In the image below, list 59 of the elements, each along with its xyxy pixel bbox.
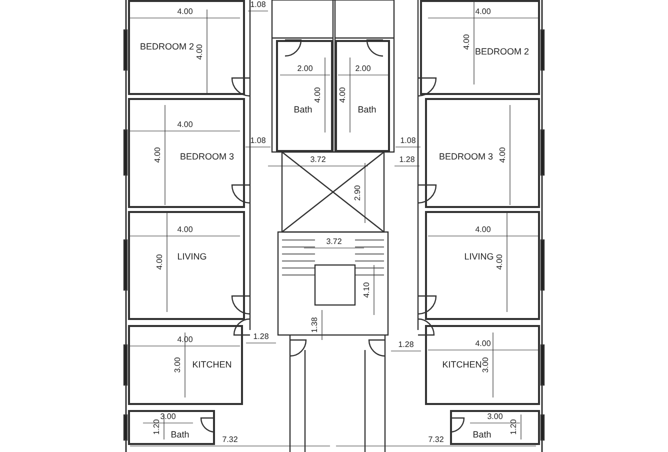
room-name: KITCHEN (442, 360, 482, 370)
dimension-label: 1.28 (398, 341, 414, 349)
dimension-label: 3.00 (174, 357, 182, 373)
dimension-label: 1.08 (250, 137, 266, 145)
dimension-label: 4.00 (177, 8, 193, 16)
dimension-label: 3.00 (482, 357, 490, 373)
room-name: BEDROOM 2 (140, 42, 194, 52)
dimension-label: 2.00 (297, 65, 313, 73)
dimension-label: 4.10 (363, 282, 371, 298)
room-outline (276, 40, 333, 152)
dimension-label: 4.00 (463, 34, 471, 50)
dimension-label: 4.00 (499, 147, 507, 163)
room-outline (128, 0, 245, 95)
room-name: LIVING (177, 252, 207, 262)
dimension-label: 1.20 (153, 419, 161, 435)
dimension-label: 4.00 (196, 44, 204, 60)
room-outline (425, 98, 540, 208)
room-outline (128, 325, 243, 405)
dimension-label: 1.08 (400, 137, 416, 145)
dimension-label: 4.00 (314, 87, 322, 103)
room-outline (128, 410, 215, 445)
dimension-label: 4.00 (177, 336, 193, 344)
room-outline (128, 98, 245, 208)
dimension-label: 2.90 (354, 185, 362, 201)
dimension-label: 2.00 (355, 65, 371, 73)
room-outline (425, 325, 540, 405)
room-name: Bath (170, 430, 190, 440)
dimension-label: 4.00 (339, 87, 347, 103)
dimension-label: 4.00 (475, 340, 491, 348)
dimension-label: 3.72 (310, 156, 326, 164)
room-name: BEDROOM 3 (180, 152, 234, 162)
dimension-label: 1.38 (311, 317, 319, 333)
dimension-label: 1.20 (510, 419, 518, 435)
room-name: Bath (358, 106, 376, 114)
dimension-label: 3.72 (326, 238, 342, 246)
dimension-label: 4.00 (475, 8, 491, 16)
dimension-label: 4.00 (156, 254, 164, 270)
room-outline (128, 211, 245, 320)
room-name: BEDROOM 3 (439, 152, 493, 162)
dimension-label: 4.00 (154, 147, 162, 163)
dimension-label: 3.00 (487, 413, 503, 421)
dimension-label: 7.32 (222, 436, 238, 444)
room-outline (425, 211, 540, 320)
room-name: Bath (294, 106, 312, 114)
room-name: LIVING (464, 252, 494, 262)
room-outline (335, 40, 390, 152)
room-outline (420, 0, 540, 95)
dimension-label: 1.28 (253, 333, 269, 341)
room-name: KITCHEN (192, 360, 232, 370)
dimension-label: 4.00 (177, 226, 193, 234)
dimension-label: 4.00 (177, 121, 193, 129)
dimension-label: 4.00 (475, 226, 491, 234)
dimension-label: 7.32 (428, 436, 444, 444)
room-outline (450, 410, 540, 445)
dimension-label: 4.00 (496, 254, 504, 270)
dimension-label: 1.08 (250, 1, 266, 9)
room-name: Bath (472, 430, 492, 440)
room-name: BEDROOM 2 (475, 48, 529, 56)
dimension-label: 1.28 (399, 156, 415, 164)
